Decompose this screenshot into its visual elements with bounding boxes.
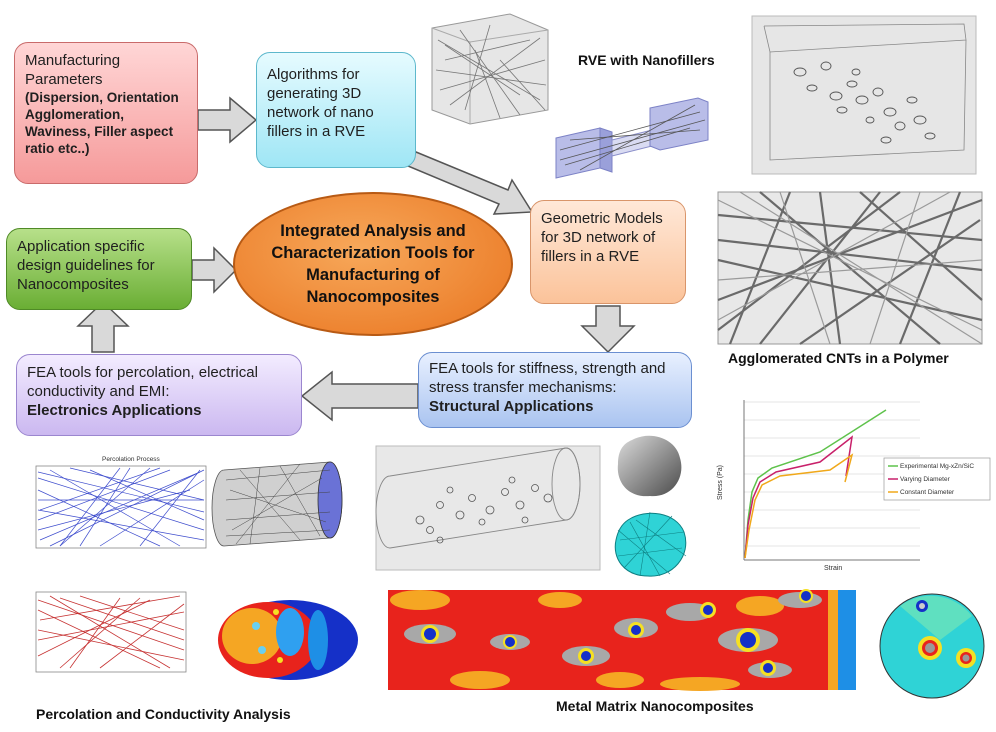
arrow-structural-to-electronics — [300, 370, 419, 422]
geometric-text: Geometric Models for 3D network of fille… — [541, 210, 663, 265]
manufacturing-line6: ratio etc..) — [25, 141, 90, 156]
algorithms-box: Algorithms for generating 3D network of … — [256, 52, 416, 168]
legend-varying-diameter: Varying Diameter — [900, 476, 951, 483]
arrow-geometric-to-structural — [580, 305, 636, 354]
mesh-cylinder-image — [211, 461, 343, 547]
caption-rve-nanofillers: RVE with Nanofillers — [578, 52, 715, 68]
caption-agglomerated-cnts: Agglomerated CNTs in a Polymer — [728, 350, 949, 366]
manufacturing-line4: Agglomeration, — [25, 107, 125, 122]
fea-structural-bold: Structural Applications — [429, 398, 594, 415]
manufacturing-line2: Parameters — [25, 71, 103, 88]
stress-strain-chart-image — [712, 394, 994, 574]
cyan-mesh-particle — [614, 511, 687, 577]
caption-metal-matrix: Metal Matrix Nanocomposites — [556, 698, 754, 714]
fea-electronics-text: FEA tools for percolation, electrical co… — [27, 364, 258, 400]
application-guidelines-box: Application specific design guidelines f… — [6, 228, 192, 310]
dogbone-specimen-image — [555, 97, 709, 179]
grey-particle-blob — [617, 435, 682, 497]
legend-constant-diameter: Constant Diameter — [900, 489, 955, 496]
caption-percolation: Percolation and Conductivity Analysis — [36, 706, 291, 722]
agglomerated-cnts-image — [717, 191, 983, 345]
strain-axis-label: Strain — [824, 565, 842, 572]
manufacturing-line3: (Dispersion, Orientation — [25, 90, 179, 105]
stress-axis-label: Stress (Pa) — [717, 465, 724, 500]
arrow-algorithms-to-geometric — [406, 151, 534, 215]
fea-structural-text: FEA tools for stiffness, strength and st… — [429, 360, 666, 396]
percolation-red-plot — [35, 591, 187, 673]
percolation-blue-plot — [35, 465, 207, 549]
cylinder-particles-image — [375, 445, 601, 571]
metal-matrix-fem-image — [388, 589, 856, 691]
fem-contour-cylinder-image — [218, 600, 358, 680]
algorithms-text: Algorithms for generating 3D network of … — [267, 66, 374, 140]
central-text: Integrated Analysis and Characterization… — [271, 222, 475, 306]
fea-electronics-box: FEA tools for percolation, electrical co… — [16, 354, 302, 436]
rve-particles-box-image — [751, 15, 977, 175]
rve-cube-image — [431, 13, 549, 125]
fea-structural-box: FEA tools for stiffness, strength and st… — [418, 352, 692, 428]
circular-section-fem-image — [879, 593, 985, 699]
percolation-plot-title: Percolation Process — [102, 456, 161, 463]
arrow-application-to-center — [191, 246, 238, 294]
manufacturing-line1: Manufacturing — [25, 52, 121, 69]
application-text: Application specific design guidelines f… — [17, 238, 155, 293]
manufacturing-parameters-box: Manufacturing Parameters (Dispersion, Or… — [14, 42, 198, 184]
legend-experimental: Experimental Mg-xZn/SiC — [900, 463, 974, 470]
fea-electronics-bold: Electronics Applications — [27, 402, 202, 419]
arrow-manufacturing-to-algorithms — [197, 96, 258, 144]
arrow-electronics-to-application — [76, 300, 130, 353]
geometric-models-box: Geometric Models for 3D network of fille… — [530, 200, 686, 304]
manufacturing-line5: Waviness, Filler aspect — [25, 124, 174, 139]
integrated-analysis-oval: Integrated Analysis and Characterization… — [233, 192, 513, 336]
